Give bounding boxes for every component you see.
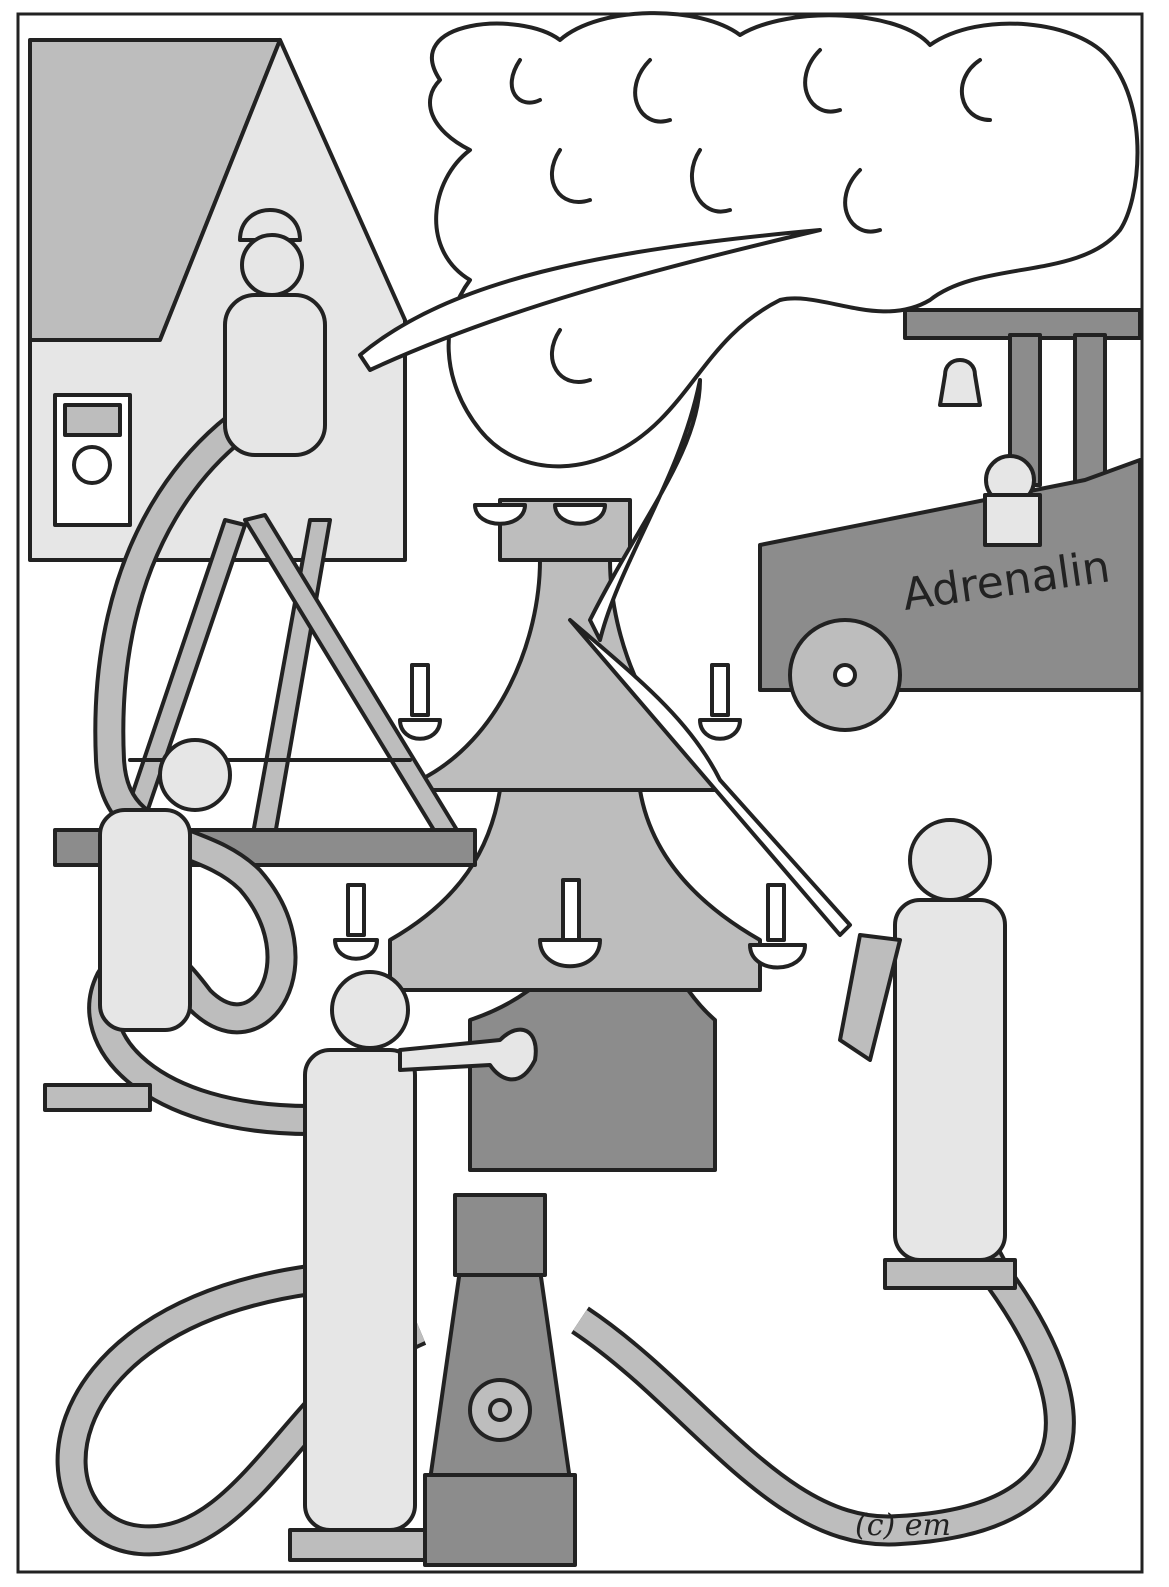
fire-hydrant: [423, 1193, 577, 1567]
bell-icon: [938, 358, 982, 407]
bugle: [398, 1027, 538, 1082]
candle-pyramid: [333, 498, 807, 1172]
firefighter-with-bugle: [288, 970, 538, 1562]
candle: [333, 503, 807, 970]
fire-truck: Adrenalin: [758, 308, 1142, 732]
water-stream: [588, 378, 702, 642]
firefighter-on-ladder: [223, 208, 327, 457]
artist-signature: (c) em: [855, 1508, 951, 1543]
firefighter-holding-hose: [43, 738, 232, 1112]
water-stream: [358, 228, 822, 372]
child-face: [72, 445, 112, 485]
firefighter-spraying: [838, 818, 1017, 1290]
water-stream: [568, 618, 852, 937]
